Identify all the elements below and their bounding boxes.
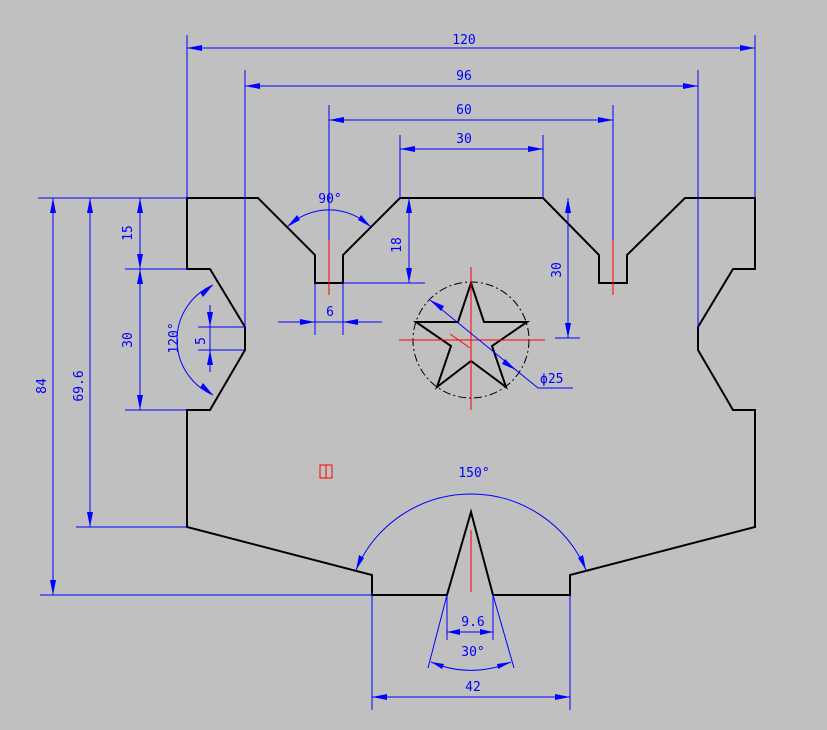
dim-inner-width: [328, 105, 614, 240]
part-outline: [186, 197, 756, 596]
label-mid-width: 96: [456, 69, 472, 84]
dim-circle-diameter: [429, 299, 573, 389]
dim-slot-width: [278, 283, 382, 335]
label-side-height: 69.6: [72, 370, 87, 401]
label-left-notch-flat: 5: [194, 337, 209, 345]
label-top-flat: 30: [456, 132, 472, 147]
dim-top-flat: [399, 135, 544, 198]
dim-right-slot-depth: [555, 198, 580, 339]
label-v-angle: 90°: [318, 192, 341, 207]
dim-left-notch-flat: [198, 305, 245, 372]
label-bottom-angle: 150°: [458, 466, 489, 481]
dim-bottom-notch-angle: [427, 594, 515, 671]
label-bottom-width: 42: [465, 680, 481, 695]
label-inner-width: 60: [456, 103, 472, 118]
label-left-notch-height: 30: [121, 332, 136, 348]
label-left-notch-angle: 120°: [167, 322, 182, 353]
label-bottom-notch-angle: 30°: [461, 645, 484, 660]
dim-overall-width: [186, 35, 756, 198]
label-left-notch-top: 15: [121, 225, 136, 241]
dim-bottom-notch-width: [446, 595, 494, 640]
centerlines: [328, 240, 614, 592]
dim-left-notch-height: [125, 269, 187, 411]
label-slot-width: 6: [326, 305, 334, 320]
label-right-slot-depth: 30: [550, 262, 565, 278]
dim-mid-width: [244, 70, 699, 327]
dim-overall-height: [38, 197, 372, 596]
label-overall-width: 120: [452, 33, 475, 48]
label-circle-diameter: ϕ25: [540, 372, 563, 387]
label-bottom-notch-width: 9.6: [461, 615, 484, 630]
dim-v-angle: [286, 209, 372, 228]
dim-left-notch-angle: [176, 284, 214, 396]
dim-side-height: [76, 198, 187, 528]
dim-bottom-angle: [355, 493, 587, 571]
label-overall-height: 84: [35, 378, 50, 394]
dim-v-depth: [343, 198, 425, 284]
label-v-depth: 18: [390, 237, 405, 253]
dim-bottom-width: [371, 595, 571, 710]
